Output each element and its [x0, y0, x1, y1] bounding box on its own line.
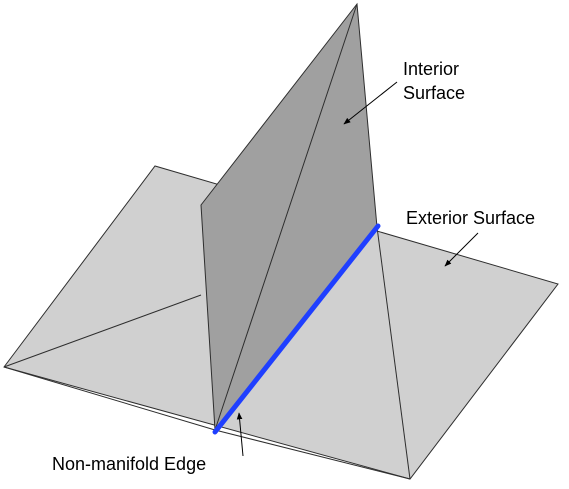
non-manifold-edge [212, 223, 381, 435]
exterior-mesh-edge [3, 366, 216, 431]
interior-surface-label-line1: Interior [403, 59, 459, 79]
exterior-mesh-edge [3, 294, 202, 368]
interior-surface-arrow [343, 81, 398, 125]
interior-surface-label-line2: Surface [403, 83, 465, 103]
non-manifold-edge-label: Non-manifold Edge [52, 454, 206, 474]
non-manifold-edge-arrow [236, 412, 244, 457]
exterior-surface-label: Exterior Surface [406, 208, 535, 228]
exterior-surface-arrow [444, 232, 479, 267]
interior-mesh-edge [214, 3, 358, 431]
exterior-mesh-edge [376, 226, 411, 480]
exterior-mesh-edge [214, 429, 411, 480]
